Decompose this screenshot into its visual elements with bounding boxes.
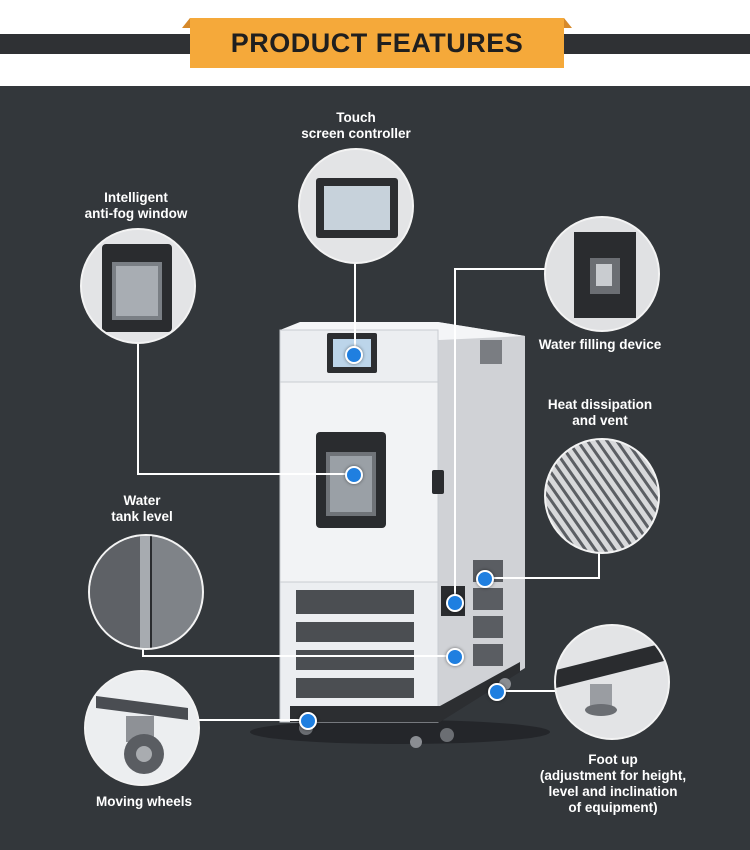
marker-water-tank[interactable]: [446, 648, 464, 666]
label-heat-vent-line2: and vent: [572, 413, 628, 428]
leader-line-anti-fog-h: [137, 473, 355, 475]
detail-touch-screen: [298, 148, 414, 264]
marker-touch-screen[interactable]: [345, 346, 363, 364]
leader-line-water-tank-h: [142, 655, 454, 657]
header-area: PRODUCT FEATURES: [0, 0, 750, 86]
label-moving-wheels-line1: Moving wheels: [95, 794, 193, 809]
detail-anti-fog-window: [80, 228, 196, 344]
leader-line-touch-screen: [354, 262, 356, 352]
label-foot-up-line2: (adjustment for height,: [539, 768, 687, 783]
detail-water-tank: [88, 534, 204, 650]
label-water-tank: Water tank level: [84, 493, 200, 525]
detail-heat-vent: [544, 438, 660, 554]
detail-water-filling: [544, 216, 660, 332]
leader-line-heat-vent-v: [598, 545, 600, 579]
banner-fold-right: [564, 18, 572, 28]
label-heat-vent-line1: Heat dissipation: [547, 397, 653, 412]
leader-line-heat-vent-h: [484, 577, 600, 579]
label-heat-vent: Heat dissipation and vent: [522, 397, 678, 429]
marker-heat-vent[interactable]: [476, 570, 494, 588]
detail-moving-wheels: [84, 670, 200, 786]
label-anti-fog-line2: anti-fog window: [84, 206, 188, 221]
marker-water-filling[interactable]: [446, 594, 464, 612]
leader-line-water-fill-h: [454, 268, 546, 270]
label-foot-up-line4: of equipment): [568, 800, 658, 815]
marker-moving-wheels[interactable]: [299, 712, 317, 730]
leader-line-water-fill-v: [454, 268, 456, 600]
page-title: PRODUCT FEATURES: [190, 18, 564, 68]
label-touch-screen: Touch screen controller: [274, 110, 438, 142]
label-touch-screen-line2: screen controller: [301, 126, 411, 141]
label-water-tank-line2: tank level: [111, 509, 173, 524]
detail-foot-up: [554, 624, 670, 740]
marker-anti-fog-window[interactable]: [345, 466, 363, 484]
leader-line-foot-up: [495, 690, 557, 692]
label-water-filling-line1: Water filling device: [538, 337, 662, 352]
label-foot-up-line3: level and inclination: [548, 784, 678, 799]
label-touch-screen-line1: Touch: [336, 110, 376, 125]
label-water-filling: Water filling device: [522, 337, 678, 353]
label-anti-fog-line1: Intelligent: [104, 190, 168, 205]
label-water-tank-line1: Water: [123, 493, 161, 508]
leader-line-wheels: [190, 719, 312, 721]
label-moving-wheels: Moving wheels: [74, 794, 214, 810]
banner-fold-left: [182, 18, 190, 28]
label-foot-up-line1: Foot up: [588, 752, 638, 767]
marker-foot-up[interactable]: [488, 683, 506, 701]
label-anti-fog-window: Intelligent anti-fog window: [58, 190, 214, 222]
label-foot-up: Foot up (adjustment for height, level an…: [520, 752, 706, 816]
leader-line-anti-fog-v: [137, 338, 139, 474]
